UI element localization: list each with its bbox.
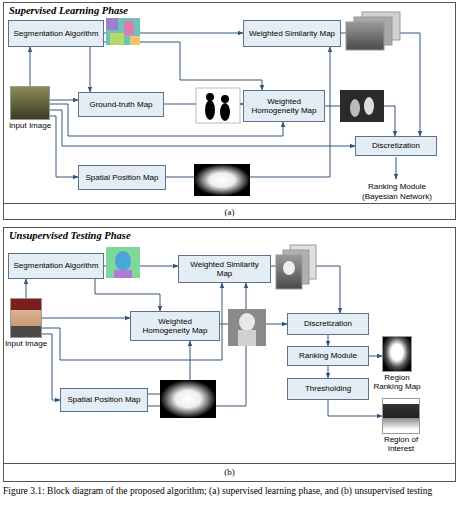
connector-arrow [166,47,330,177]
segment-region [124,21,134,35]
connector-arrow [328,400,382,416]
output-label: Ranking Module (Bayesian Network) [356,182,438,201]
box-label: Weighted Similarity Map [182,260,267,278]
image-blob [364,97,374,115]
process-box: Segmentation Algorithm [8,253,104,279]
output-arrow [396,157,397,179]
box-label: Spatial Position Map [68,395,141,404]
process-box: Spatial Position Map [60,388,148,412]
box-label: Weighted Homogeneity Map [247,97,321,115]
connector-arrow [50,100,78,101]
panel-label: (a) [4,203,455,217]
segmentation-image [106,18,140,45]
box-label: Ground-truth Map [89,100,152,109]
connector-arrow [95,279,160,311]
image-caption: Input Image [1,339,51,348]
connector-arrow [90,47,91,92]
connector-arrow [328,335,329,346]
process-box: Weighted Similarity Map [243,20,341,47]
phase-panel: Unsupervised Testing Phase (b) Segmentatio… [3,227,456,482]
box-label: Segmentation Algorithm [14,29,99,38]
box-label: Segmentation Algorithm [14,261,99,270]
box-label: Ranking Module [299,351,357,360]
stack-image [276,255,302,289]
connector-arrow [328,366,329,378]
panel-title: Unsupervised Testing Phase [9,230,131,241]
box-label: Thresholding [305,384,351,393]
figure-caption: Figure 3.1: Block diagram of the propose… [3,486,456,498]
ground-truth-image [196,88,240,123]
segment-region [106,18,118,30]
image-ground [196,88,240,123]
image-thumbnail: Input Image [10,86,50,120]
segment-region [110,33,124,45]
box-label: Discretization [372,141,420,150]
process-box: Discretization [287,313,369,335]
segment-region [115,251,131,271]
connector-arrow [30,47,31,86]
process-box: Ground-truth Map [78,92,164,117]
process-box: Weighted Homogeneity Map [130,311,220,341]
silhouette-body [220,103,230,121]
connector-arrow [104,42,262,90]
stack-image [346,22,384,50]
process-box: Segmentation Algorithm [8,20,104,47]
homogeneity-image [340,90,384,122]
image-thumbnail: Region Ranking Map [382,336,412,372]
segment-region [106,247,140,278]
silhouette-body [205,100,215,120]
process-box: Discretization [355,136,437,156]
image-ground [340,90,384,122]
process-box: Thresholding [287,378,369,400]
box-label: Spatial Position Map [86,173,159,182]
connector-arrow [42,318,130,319]
box-label: Weighted Homogeneity Map [134,317,216,335]
panel-label: (b) [4,463,455,477]
homogeneity-image [228,309,266,346]
process-box: Spatial Position Map [78,165,166,190]
image-blob [350,99,360,117]
image-caption: Region Ranking Map [372,373,422,391]
segment-region [106,18,140,45]
process-box: Weighted Similarity Map [178,255,271,283]
box-label: Weighted Similarity Map [249,29,335,38]
silhouette-head [206,93,214,101]
image-thumbnail: Region of Interest [382,398,420,434]
image-blob [239,313,255,331]
image-blob [238,330,256,346]
connector-arrow [369,356,382,357]
segmentation-image [106,247,140,278]
similarity-stack [276,245,316,289]
spatial-map-image [194,164,250,196]
image-ground [228,309,266,346]
segment-region [130,36,140,45]
panel-title: Supervised Learning Phase [9,5,128,16]
spatial-map-image [160,380,216,418]
process-box: Ranking Module [287,346,369,366]
segment-region [114,270,132,278]
process-box: Weighted Homogeneity Map [243,90,325,122]
image-thumbnail: Input Image [10,298,42,338]
image-blob [283,261,295,275]
similarity-stack [346,12,400,50]
connector-arrow [42,283,222,360]
image-caption: Region of Interest [376,435,426,453]
box-label: Discretization [304,319,352,328]
connector-arrow [26,279,27,298]
silhouette-head [221,95,229,103]
image-caption: Input Image [5,121,55,130]
